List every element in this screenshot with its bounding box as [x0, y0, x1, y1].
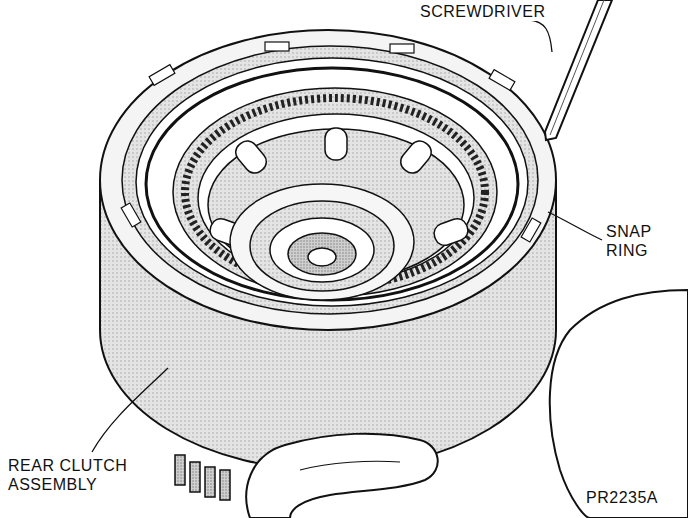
figure-number: PR2235A — [584, 488, 660, 507]
part-label: REAR CLUTCH ASSEMBLY — [6, 456, 150, 494]
tool-label: SCREWDRIVER — [418, 2, 548, 21]
leader-line — [548, 212, 602, 240]
part-label: SNAP RING — [604, 222, 672, 260]
leader-line — [92, 368, 168, 452]
leader-line — [530, 20, 552, 52]
